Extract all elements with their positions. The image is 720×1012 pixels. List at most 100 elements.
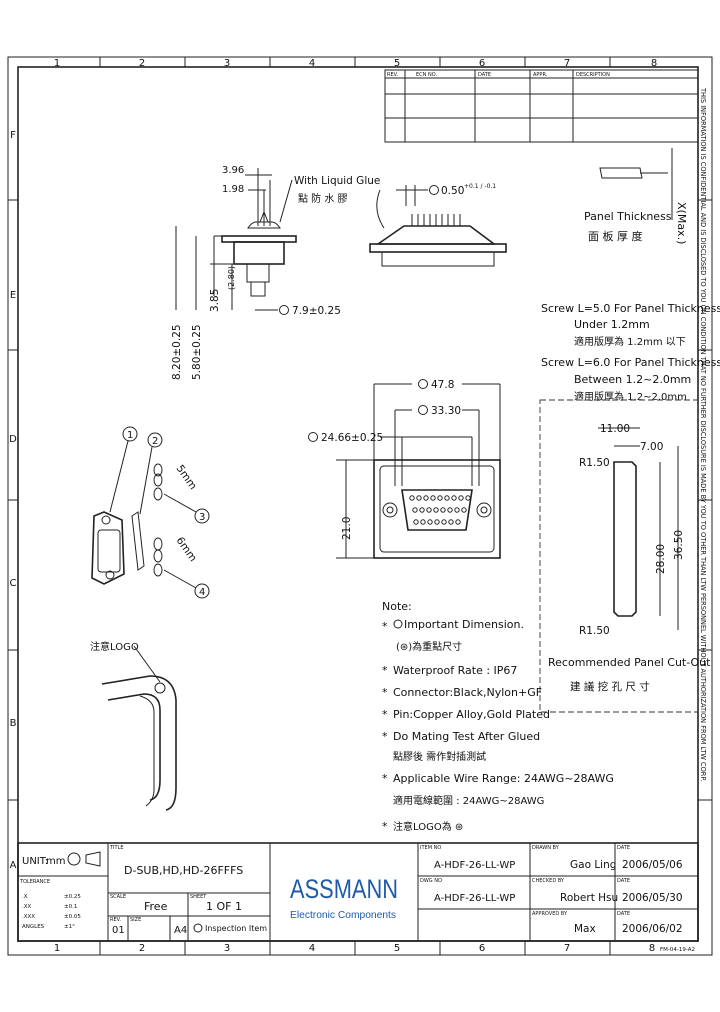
col-label-2: 2: [139, 58, 145, 69]
important-dim-symbol-icon: [193, 923, 203, 933]
row-label-b: B: [10, 718, 17, 729]
screw-note-2: Screw L=6.0 For Panel Thickness: [541, 356, 720, 369]
rev-header-rev: REV.: [387, 72, 398, 78]
projection-symbol-icon: [67, 852, 81, 866]
svg-text:*: *: [382, 772, 388, 785]
dwg-no-label: DWG NO: [420, 878, 442, 884]
col-label-2-bottom: 2: [139, 943, 145, 954]
note-waterproof: Waterproof Rate : IP67: [393, 664, 517, 677]
front-view: 47.8 33.30 24.66±0.25: [308, 379, 501, 559]
col-label-6: 6: [479, 58, 485, 69]
panel-cutout: 11.00 7.00 R1.50 R1.50 28.00 36.50 Recom…: [539, 399, 711, 713]
rev-header-ecn: ECN NO.: [416, 72, 437, 78]
column-labels: 1 2 3 4 5 6 7 8 1 2 3 4 5 6 7 8: [54, 58, 657, 954]
inner-border: [17, 66, 699, 942]
title-block: UNIT: mm TITLE D-SUB,HD,HD-26FFFS TOLERA…: [17, 842, 699, 942]
tol-key-3: ANGLES: [22, 924, 45, 930]
col-label-4: 4: [309, 58, 315, 69]
dim-21-0: 21.0: [341, 517, 353, 540]
col-label-1-bottom: 1: [54, 943, 60, 954]
svg-text:*: *: [382, 620, 388, 633]
col-label-7: 7: [564, 58, 570, 69]
exploded-view: 1 2 3 4 5mm 6mm: [91, 426, 210, 599]
screw-notes: Screw L=5.0 For Panel Thickness Under 1.…: [541, 302, 720, 403]
col-label-5-bottom: 5: [394, 943, 400, 954]
drawn-by-value: Gao Ling: [570, 859, 616, 871]
screw-note-1: Screw L=5.0 For Panel Thickness: [541, 302, 720, 315]
outer-border: [7, 56, 713, 956]
important-dim-symbol-icon: [393, 619, 403, 629]
assmann-logo-subtitle: Electronic Components: [290, 910, 396, 921]
date-label-2: DATE: [617, 878, 630, 884]
cutout-title-cn: 建 議 挖 孔 尺 寸: [570, 680, 650, 693]
sheet-label: SHEET: [190, 894, 207, 900]
important-dim-symbol-icon: [308, 432, 318, 442]
col-label-7-bottom: 7: [564, 943, 570, 954]
note-important-dimension: Important Dimension.: [404, 618, 524, 631]
dim-33-30: 33.30: [431, 405, 461, 417]
scale-label: SCALE: [110, 894, 126, 900]
dim-3-85: 3.85: [209, 289, 221, 312]
tol-key-2: .XXX: [22, 914, 35, 920]
drawing-title: D-SUB,HD,HD-26FFFS: [124, 864, 243, 877]
panel-thickness-detail: Panel Thickness 面 板 厚 度 X(Max.): [584, 148, 688, 244]
row-label-a: A: [10, 860, 17, 871]
svg-text:*: *: [382, 730, 388, 743]
dim-2-80: (2.80): [227, 266, 236, 290]
pin-tolerance: +0.1 / -0.1: [464, 183, 496, 190]
row-label-f: F: [10, 130, 16, 141]
rev-header-date: DATE: [478, 72, 491, 78]
tol-value-3: ±1°: [64, 924, 75, 930]
checked-by-label: CHECKED BY: [532, 878, 565, 884]
screw-6mm-label: 6mm: [174, 535, 199, 564]
dim-28-00: 28.00: [655, 544, 667, 574]
note-important-dimension-cn: (⊛)為重點尺寸: [396, 640, 462, 653]
note-wire-range: Applicable Wire Range: 24AWG~28AWG: [393, 772, 614, 785]
x-max-label: X(Max.): [675, 202, 688, 244]
glue-label-cn: 點 防 水 膠: [298, 192, 348, 205]
glue-label: With Liquid Glue: [294, 175, 380, 187]
inspection-item: Inspection Item: [205, 924, 267, 933]
unit-label: UNIT:: [22, 856, 48, 867]
row-label-e: E: [10, 290, 16, 301]
svg-text:*: *: [382, 686, 388, 699]
item-no-label: ITEM NO: [420, 845, 441, 851]
row-labels: F E D C B A: [9, 130, 17, 871]
tol-value-1: ±0.1: [64, 904, 77, 910]
dim-1-98: 1.98: [222, 184, 244, 195]
notes-block: Note: * Important Dimension. (⊛)為重點尺寸 * …: [382, 600, 614, 833]
end-view: 0.50 +0.1 / -0.1: [369, 183, 507, 267]
note-wire-range-cn: 適用電線範圍 : 24AWG~28AWG: [393, 794, 544, 807]
dim-8-20: 8.20±0.25: [171, 324, 183, 380]
screw-5mm-label: 5mm: [174, 463, 199, 492]
row-label-c: C: [10, 578, 17, 589]
date-1: 2006/05/06: [622, 859, 683, 871]
svg-text:*: *: [382, 820, 388, 833]
logo-detail-label: 注意LOGO: [90, 640, 139, 653]
note-connector: Connector:Black,Nylon+GF: [393, 686, 542, 699]
important-dim-symbol-icon: [279, 305, 289, 315]
panel-thickness-label: Panel Thickness: [584, 210, 672, 223]
balloon-4: 4: [199, 587, 205, 598]
col-label-3: 3: [224, 58, 230, 69]
note-mating-test-cn: 點膠後 需作對插測試: [393, 750, 486, 763]
col-label-8: 8: [651, 58, 657, 69]
tol-value-2: ±0.05: [64, 914, 81, 920]
checked-by-value: Robert Hsu: [560, 892, 618, 904]
col-label-6-bottom: 6: [479, 943, 485, 954]
note-mating-test: Do Mating Test After Glued: [393, 730, 540, 743]
dim-36-50: 36.50: [673, 530, 685, 560]
dim-24-66: 24.66±0.25: [321, 432, 383, 444]
tol-key-0: .X: [22, 894, 28, 900]
dwg-no-value: A-HDF-26-LL-WP: [434, 893, 515, 904]
rev-label: REV.: [110, 917, 121, 923]
cutout-radius-top: R1.50: [579, 457, 610, 469]
important-dim-symbol-icon: [418, 405, 428, 415]
col-label-8-bottom: 8: [649, 943, 655, 954]
dim-7-00: 7.00: [640, 441, 663, 453]
col-label-5: 5: [394, 58, 400, 69]
revision-table: REV. ECN NO. DATE APPR. DESCRIPTION: [384, 69, 699, 143]
dim-11-00: 11.00: [600, 423, 630, 435]
rev-value: 01: [112, 925, 125, 936]
row-label-d: D: [9, 434, 17, 445]
